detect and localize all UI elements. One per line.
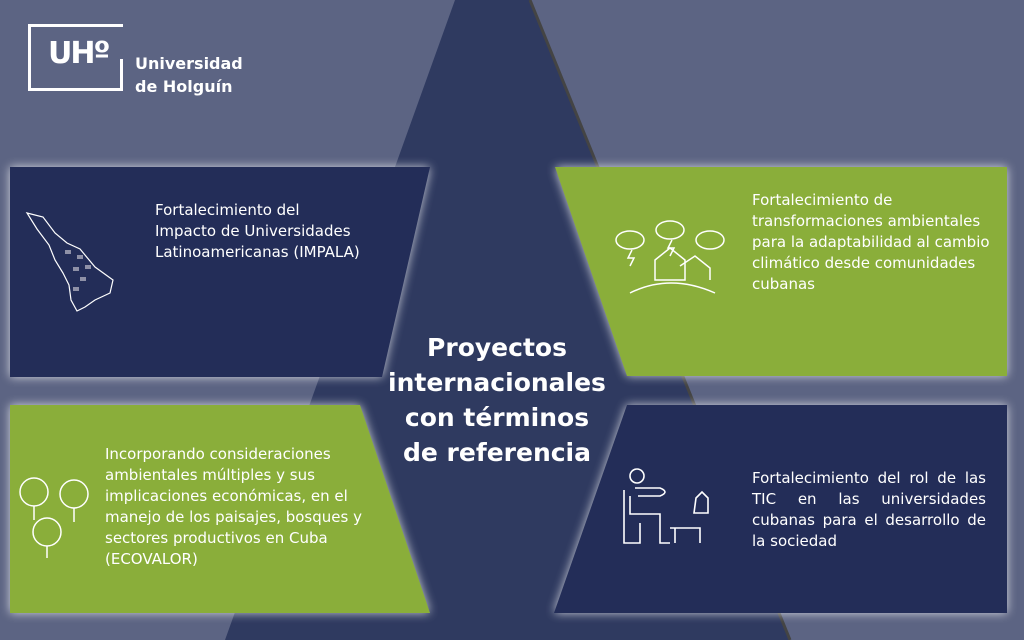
- project-climate-text: Fortalecimiento de transformaciones ambi…: [752, 191, 990, 293]
- logo-mark: UHº: [48, 36, 110, 71]
- page-title: Proyectos internacionales con términos d…: [360, 330, 634, 470]
- title-line: internacionales: [388, 368, 606, 397]
- storm-house-icon: [615, 220, 725, 294]
- person-at-computer-icon: [623, 468, 709, 544]
- logo-frame: [28, 24, 123, 91]
- logo-line-2: de Holguín: [135, 77, 233, 96]
- project-tic-text: Fortalecimiento del rol de las TIC en la…: [752, 469, 986, 550]
- latin-america-map-icon: [25, 212, 114, 312]
- project-impala-text: Fortalecimiento del Impacto de Universid…: [155, 201, 360, 261]
- project-ecovalor-text: Incorporando consideraciones ambientales…: [105, 445, 362, 568]
- trees-icon: [19, 477, 89, 558]
- title-line: con términos: [404, 403, 590, 432]
- title-line: de referencia: [402, 438, 591, 467]
- title-line: Proyectos: [427, 333, 567, 362]
- logo-line-1: Universidad: [135, 54, 243, 73]
- logo-text: Universidad de Holguín: [135, 52, 243, 98]
